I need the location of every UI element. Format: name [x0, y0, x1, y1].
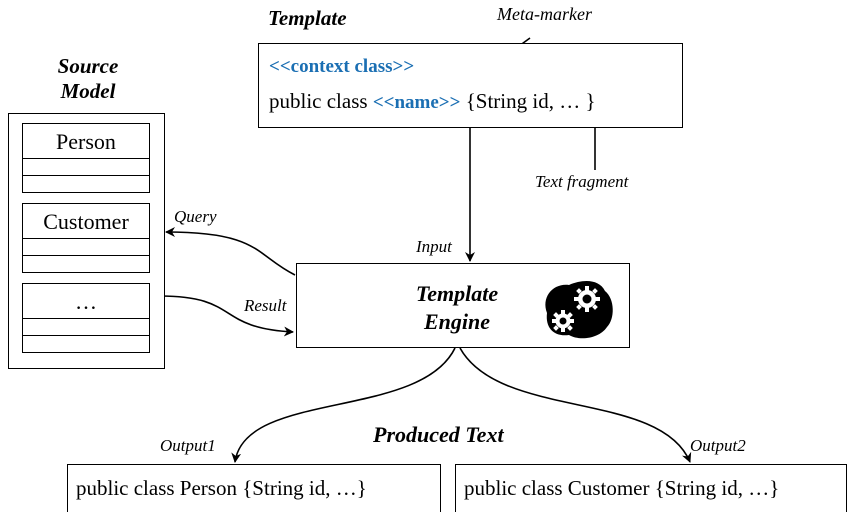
- output2-box: public class Customer {String id, …}: [455, 464, 847, 512]
- result-label: Result: [244, 296, 287, 315]
- output1-box: public class Person {String id, …}: [67, 464, 441, 512]
- class-attributes: [23, 239, 149, 256]
- code-suffix: {String id, … }: [460, 89, 596, 113]
- output2-label: Output2: [690, 436, 746, 455]
- meta-marker-label: Meta-marker: [497, 4, 592, 24]
- source-title-line2: Model: [60, 79, 116, 103]
- template-code-line: public class <<name>> {String id, … }: [269, 89, 596, 114]
- class-attributes: [23, 319, 149, 336]
- output2-arrow: [459, 347, 692, 463]
- gears-icon: [545, 281, 613, 339]
- template-box: <<context class>> public class <<name>> …: [258, 43, 683, 128]
- input-label: Input: [416, 237, 452, 256]
- output1-arrow: [231, 347, 456, 463]
- class-name: Person: [23, 124, 149, 159]
- class-card-customer: Customer: [22, 203, 150, 273]
- template-engine-box: Template Engine: [296, 263, 630, 348]
- source-model-title: Source Model: [48, 54, 128, 104]
- template-title: Template: [268, 6, 347, 30]
- class-operations: [23, 336, 149, 352]
- produced-text-title: Produced Text: [373, 422, 504, 447]
- class-name: …: [23, 284, 149, 319]
- name-marker: <<name>>: [372, 92, 461, 113]
- result-arrow: [159, 295, 294, 337]
- query-arrow: [165, 227, 296, 276]
- context-class-marker: <<context class>>: [269, 56, 415, 77]
- class-name: Customer: [23, 204, 149, 239]
- class-operations: [23, 176, 149, 192]
- class-operations: [23, 256, 149, 272]
- engine-title-line2: Engine: [423, 309, 491, 334]
- output2-text: public class Customer {String id, …}: [464, 476, 780, 500]
- code-prefix: public class: [269, 89, 373, 113]
- query-label: Query: [174, 207, 217, 226]
- engine-title-line1: Template: [415, 281, 499, 306]
- text-fragment-label: Text fragment: [535, 172, 629, 191]
- class-card-person: Person: [22, 123, 150, 193]
- engine-title: Template Engine: [402, 280, 512, 336]
- class-card-more: …: [22, 283, 150, 353]
- output1-text: public class Person {String id, …}: [76, 476, 367, 500]
- source-title-line1: Source: [57, 54, 119, 78]
- class-attributes: [23, 159, 149, 176]
- output1-label: Output1: [160, 436, 216, 455]
